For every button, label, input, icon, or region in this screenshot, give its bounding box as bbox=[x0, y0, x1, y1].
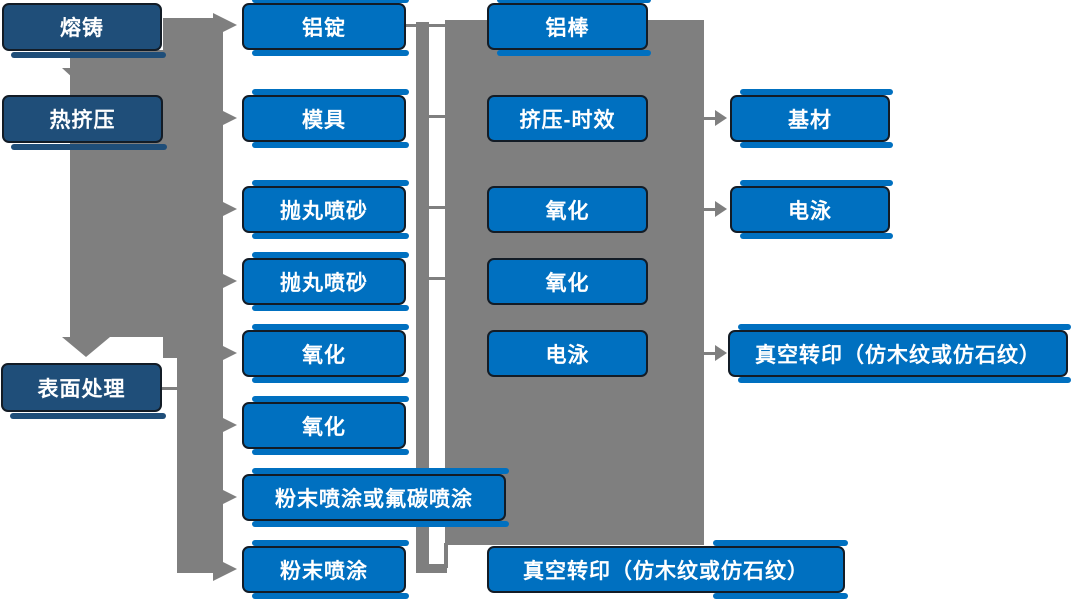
oxidation-3-box: 氧化 bbox=[487, 186, 648, 233]
fanout-arrowhead-row4 bbox=[213, 269, 237, 293]
mold-box: 模具 bbox=[242, 89, 409, 148]
oxidation-1-box: 氧化 bbox=[242, 324, 409, 383]
powder-coating-box: 粉末喷涂 bbox=[242, 540, 409, 599]
fanout-arrowhead-row6 bbox=[213, 413, 237, 437]
surface-treatment-box: 表面处理 bbox=[1, 363, 166, 419]
aluminum-rod-box: 铝棒 bbox=[487, 0, 651, 56]
stage-trunk-upper bbox=[163, 18, 223, 358]
powder-or-fluorocarbon-box: 粉末喷涂或氟碳喷涂 bbox=[242, 468, 509, 527]
shot-blasting-1-box: 抛丸喷砂 bbox=[242, 180, 409, 239]
fanout-arrowhead-row7 bbox=[213, 485, 237, 509]
electrophoresis-1-box: 电泳 bbox=[487, 330, 648, 377]
bus-stub-row3 bbox=[429, 206, 446, 209]
fanout-arrowhead-row3 bbox=[213, 197, 237, 221]
result-arrowhead-electrophoresis bbox=[715, 201, 727, 217]
hot-extrusion-box: 热挤压 bbox=[2, 95, 167, 150]
fanout-arrowhead-row8 bbox=[213, 557, 237, 581]
bus-stub-row1 bbox=[429, 24, 446, 27]
vacuum-transfer-printing-2-box: 真空转印（仿木纹或仿石纹） bbox=[728, 324, 1071, 383]
fanout-arrowhead-row1 bbox=[213, 13, 237, 37]
fanout-arrowhead-row2 bbox=[213, 106, 237, 130]
aluminum-ingot-box: 铝锭 bbox=[242, 0, 409, 56]
melt-box: 熔铸 bbox=[2, 3, 166, 58]
electrophoresis-2-box: 电泳 bbox=[730, 180, 893, 239]
result-arrow-shaft-substrate bbox=[704, 117, 715, 120]
bus-leg-bottom bbox=[444, 543, 448, 568]
result-arrow-shaft-electrophoresis bbox=[704, 208, 715, 211]
oxidation-4-box: 氧化 bbox=[487, 258, 648, 305]
result-arrowhead-substrate bbox=[715, 110, 727, 126]
oxidation-2-box: 氧化 bbox=[242, 396, 409, 455]
bus-stub-row4 bbox=[429, 277, 446, 280]
stage-chain-band bbox=[70, 50, 163, 337]
down-arrowhead-surface-treatment bbox=[62, 337, 110, 357]
middle-bus-bar bbox=[416, 22, 429, 573]
extrusion-aging-box: 挤压-时效 bbox=[487, 95, 648, 142]
result-arrowhead-vacuum-transfer bbox=[715, 345, 727, 361]
shot-blasting-2-box: 抛丸喷砂 bbox=[242, 252, 409, 311]
down-arrowhead-hot-extrusion bbox=[62, 68, 110, 90]
substrate-box: 基材 bbox=[730, 89, 893, 148]
surface-treatment-link-line bbox=[162, 387, 178, 390]
vacuum-transfer-printing-1-box: 真空转印（仿木纹或仿石纹） bbox=[487, 540, 848, 599]
result-arrow-shaft-vacuum-transfer bbox=[704, 352, 715, 355]
stage-trunk-lower bbox=[177, 358, 223, 573]
bus-stub-bottom bbox=[429, 564, 447, 573]
bus-stub-row2 bbox=[429, 115, 446, 118]
fanout-arrowhead-row5 bbox=[213, 341, 237, 365]
bus-stub-aluminum-ingot bbox=[406, 24, 416, 27]
